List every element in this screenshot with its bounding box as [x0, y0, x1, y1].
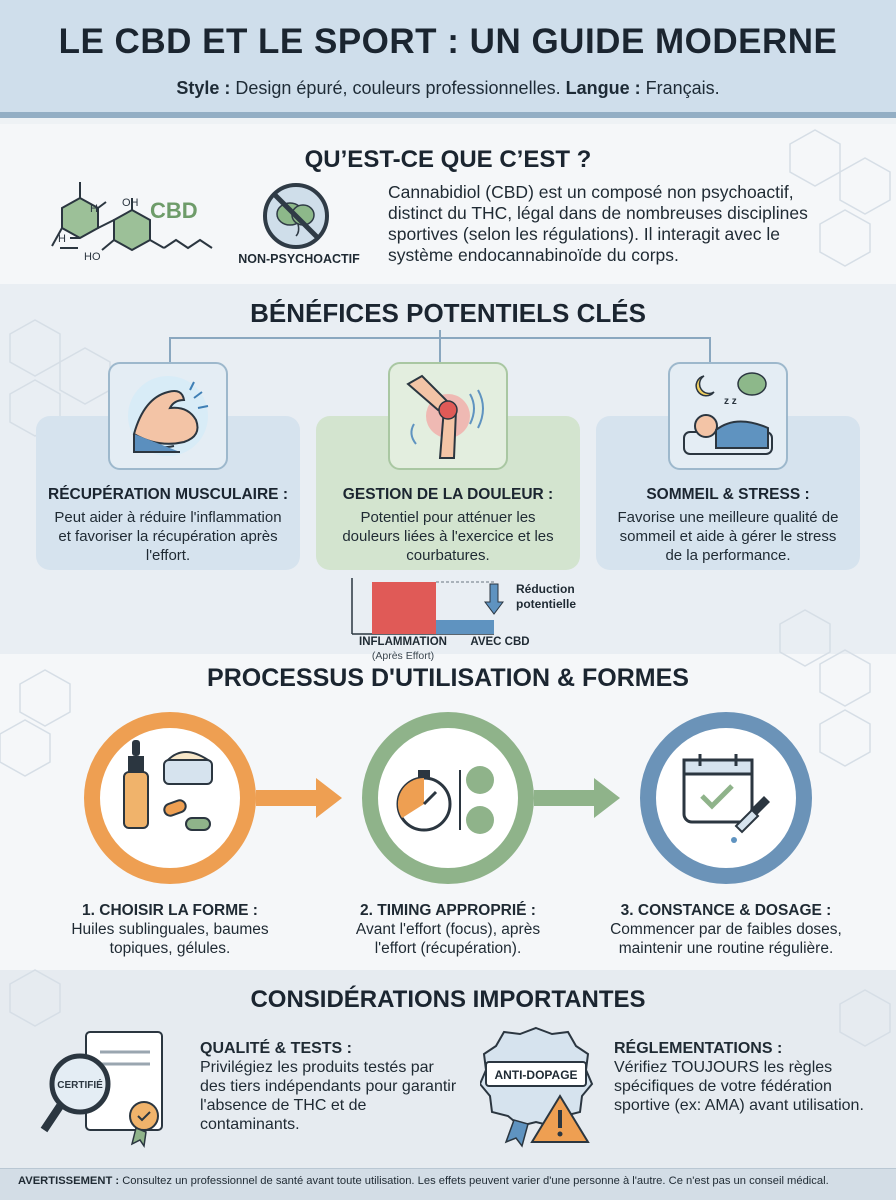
knee-icon-box: [388, 362, 508, 470]
benefit-card-title: RÉCUPÉRATION MUSCULAIRE :: [48, 486, 288, 503]
section-title-benefits: BÉNÉFICES POTENTIELS CLÉS: [250, 298, 646, 328]
style-value: Design épuré, couleurs professionnelles.: [235, 78, 561, 98]
with-cbd-label: AVEC CBD: [470, 636, 530, 648]
disclaimer-label: AVERTISSEMENT :: [18, 1175, 120, 1187]
benefit-card-title: GESTION DE LA DOULEUR :: [342, 486, 554, 503]
step-circle-1: [84, 712, 256, 884]
inflammation-bar: [372, 582, 436, 634]
footer-bar: [0, 1168, 896, 1200]
h-label: H: [90, 203, 98, 215]
regulations-title: RÉGLEMENTATIONS :: [614, 1040, 783, 1057]
stopwatch-icon: [396, 766, 494, 834]
non-psychoactive-label: NON-PSYCHOACTIF: [238, 252, 360, 266]
benefit-card-text: Favorise une meilleure qualité de sommei…: [617, 509, 839, 564]
muscle-icon: [128, 376, 209, 456]
anti-doping-text: ANTI-DOPAGE: [494, 1068, 577, 1082]
step-1-text: Huiles sublinguales, baumes topiques, gé…: [71, 921, 269, 957]
cbd-molecule-icon: H H OH HO: [51, 182, 213, 263]
certified-badge-text: CERTIFIÉ: [57, 1078, 103, 1091]
certified-magnifier-icon: CERTIFIÉ: [40, 1031, 163, 1149]
header-banner: [0, 0, 896, 118]
regulations-text: Vérifiez TOUJOURS les règles spécifiques…: [614, 1059, 864, 1114]
page-subtitle: Style : Design épuré, couleurs professio…: [0, 78, 896, 99]
benefits-connector-lines: [169, 330, 711, 366]
h-label-2: H: [58, 233, 66, 245]
inflammation-sublabel: (Après Effort): [371, 650, 435, 662]
section-title-process: PROCESSUS D'UTILISATION & FORMES: [207, 664, 689, 692]
benefit-card-text: Potentiel pour atténuer les douleurs lié…: [342, 509, 554, 564]
benefit-card-text: Peut aider à réduire l'inflammation et f…: [54, 509, 282, 564]
cbd-molecule-label: CBD: [150, 198, 198, 223]
step-3-title: 3. CONSTANCE & DOSAGE :: [620, 902, 832, 919]
section-what: [0, 124, 896, 284]
step-2-text: Avant l'effort (focus), après l'effort (…: [355, 921, 541, 957]
reduction-label: Réduction potentielle: [516, 582, 616, 612]
products-icon: [123, 740, 213, 831]
section-title-considerations: CONSIDÉRATIONS IMPORTANTES: [250, 986, 646, 1013]
style-label: Style :: [176, 78, 231, 98]
svg-text:z z: z z: [724, 396, 737, 407]
lang-value: Français.: [645, 78, 720, 98]
what-description: Cannabidiol (CBD) est un composé non psy…: [388, 182, 808, 265]
down-arrow-icon: [484, 583, 504, 615]
calendar-dropper-icon: [682, 754, 770, 843]
ho-label: HO: [84, 251, 101, 263]
sleep-icon-box: z z: [668, 362, 788, 470]
sleep-icon: z z: [683, 372, 773, 455]
oh-label: OH: [122, 197, 139, 209]
quality-text: Privilégiez les produits testés par des …: [200, 1059, 457, 1133]
section-title-what: QU’EST-CE QUE C’EST ?: [304, 146, 592, 173]
step-1-title: 1. CHOISIR LA FORME :: [82, 902, 258, 919]
disclaimer: AVERTISSEMENT : Consultez un professionn…: [18, 1175, 888, 1187]
inflammation-mini-chart: [351, 578, 494, 635]
page-title: LE CBD ET LE SPORT : UN GUIDE MODERNE: [58, 22, 838, 61]
arrow-icon: [534, 778, 620, 818]
reduction-label-text: Réduction potentielle: [516, 582, 577, 611]
arrow-icon: [256, 778, 342, 818]
inflammation-label: INFLAMMATION: [359, 636, 447, 648]
step-2-title: 2. TIMING APPROPRIÉ :: [360, 902, 536, 919]
with-cbd-bar: [436, 620, 494, 634]
step-3-text: Commencer par de faibles doses, mainteni…: [610, 921, 842, 957]
quality-title: QUALITÉ & TESTS :: [200, 1040, 352, 1057]
no-brain-icon: [263, 183, 329, 249]
anti-doping-badge-icon: ANTI-DOPAGE: [480, 1026, 594, 1148]
lang-label: Langue :: [565, 78, 641, 98]
muscle-icon-box: [108, 362, 228, 470]
benefit-card-title: SOMMEIL & STRESS :: [646, 486, 810, 503]
process-flow-diagram: [84, 712, 812, 884]
knee-icon: [406, 374, 484, 459]
disclaimer-text: Consultez un professionnel de santé avan…: [122, 1175, 829, 1187]
